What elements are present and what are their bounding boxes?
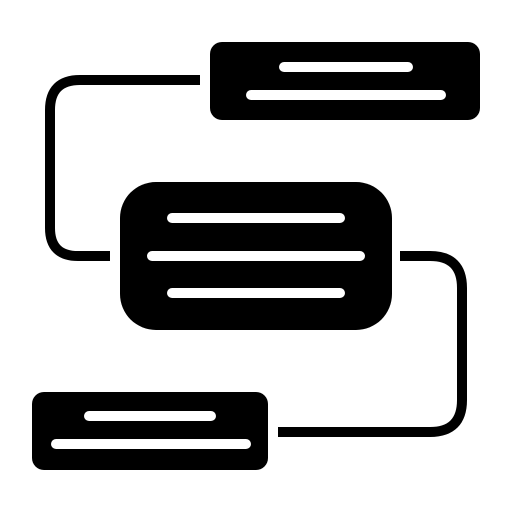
center-node-icon <box>120 182 392 330</box>
top-node-icon <box>210 42 480 120</box>
bottom-node-icon <box>32 392 268 470</box>
connector-lines <box>45 75 467 437</box>
connector-bottom-icon <box>278 251 467 437</box>
top-node-box <box>210 42 480 120</box>
bottom-node-box <box>32 392 268 470</box>
connector-top-icon <box>45 75 200 261</box>
